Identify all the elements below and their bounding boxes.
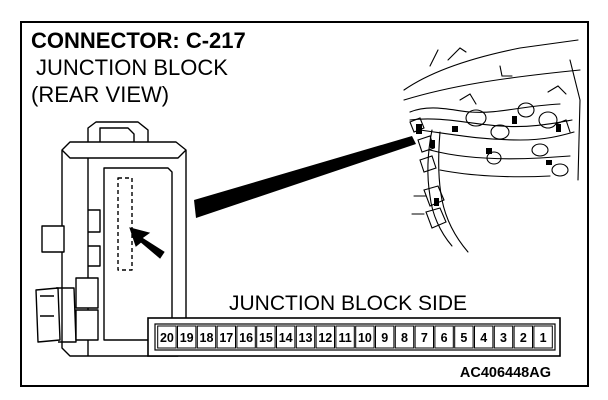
junction-block-label: JUNCTION BLOCK [36, 55, 228, 80]
pin-cavity [196, 325, 217, 349]
harness-dark-accents [416, 116, 561, 206]
pin-number: 18 [200, 331, 214, 345]
pin-number: 1 [540, 331, 547, 345]
pin-number: 7 [421, 331, 428, 345]
pin-cavity [157, 325, 177, 349]
callout-wedge [194, 136, 416, 218]
junction-block-illustration [35, 121, 187, 357]
pin-cavity [375, 325, 395, 349]
pin-cavity [394, 325, 415, 349]
vehicle-harness-illustration [403, 39, 581, 253]
pin-number: 10 [358, 331, 372, 345]
connector-title: CONNECTOR: C-217 [31, 28, 246, 53]
pin-cavity [315, 325, 336, 349]
pointer-arrow [129, 227, 165, 259]
pin-number: 19 [180, 331, 194, 345]
pin-number: 11 [338, 331, 351, 345]
connector-side-label: JUNCTION BLOCK SIDE [229, 292, 467, 315]
pin-cavity [355, 325, 375, 349]
pin-number: 16 [239, 331, 253, 345]
pin-number: 9 [381, 331, 388, 345]
pin-cavity [177, 325, 197, 349]
pin-cavity [434, 325, 454, 349]
pin-number: 12 [318, 331, 332, 345]
connector-pin-row [154, 323, 556, 351]
pin-cavity [276, 325, 296, 349]
rear-view-label: (REAR VIEW) [31, 82, 169, 107]
pin-cavity [335, 325, 355, 349]
pin-number: 4 [480, 331, 487, 345]
pin-number: 20 [160, 331, 174, 345]
pin-cavity [414, 325, 435, 349]
pin-number: 3 [500, 331, 507, 345]
figure-code: AC406448AG [460, 365, 551, 381]
pin-number: 2 [520, 331, 527, 345]
pin-cavity [493, 325, 514, 349]
figure-frame [20, 21, 589, 387]
pin-number: 17 [219, 331, 233, 345]
pin-cavity [533, 325, 553, 349]
pin-number: 5 [460, 331, 467, 345]
pin-cavity [474, 325, 494, 349]
pin-number: 15 [259, 331, 273, 345]
pin-cavity [295, 325, 316, 349]
pin-number: 6 [441, 331, 448, 345]
pin-cavity [256, 325, 276, 349]
pin-number: 8 [401, 331, 408, 345]
pin-cavity [216, 325, 237, 349]
pin-cavity [454, 325, 474, 349]
pin-number: 14 [279, 331, 293, 345]
pin-cavity [513, 325, 533, 349]
pin-cavity [236, 325, 256, 349]
pin-number: 13 [299, 331, 313, 345]
